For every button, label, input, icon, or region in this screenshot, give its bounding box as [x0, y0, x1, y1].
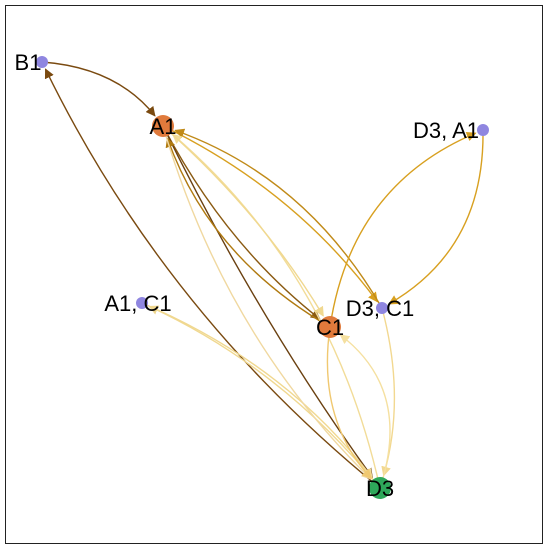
node-label-D3C1: D3, C1 — [346, 296, 414, 321]
node-label-D3: D3 — [366, 476, 394, 501]
edges-layer — [41, 61, 484, 489]
edge-D3-to-A1C1 — [148, 305, 381, 489]
node-D3A1[interactable] — [477, 124, 489, 136]
edge-D3A1-to-D3C1 — [388, 129, 484, 305]
node-A1[interactable] — [152, 115, 174, 137]
node-label-A1C1: A1, C1 — [104, 291, 171, 316]
node-D3C1[interactable] — [376, 302, 388, 314]
node-label-A1: A1 — [150, 114, 177, 139]
edge-C1-to-D3 — [326, 326, 372, 480]
node-D3[interactable] — [369, 477, 391, 499]
edge-A1-to-D3 — [162, 125, 372, 480]
node-A1C1[interactable] — [136, 297, 148, 309]
graph-frame — [5, 5, 543, 544]
edge-A1C1-to-D3 — [141, 302, 373, 479]
edge-D3-to-B1 — [44, 68, 381, 489]
edge-C1-to-A1 — [165, 137, 331, 328]
edge-B1-to-A1 — [41, 61, 156, 117]
edge-D3C1-to-A1 — [174, 128, 383, 309]
edge-D3-to-A1 — [172, 133, 381, 489]
edge-D3-to-C1 — [339, 334, 391, 489]
node-C1[interactable] — [319, 316, 341, 338]
edge-C1-to-D3A1 — [329, 132, 477, 328]
edge-A1-to-C1 — [162, 125, 321, 320]
nodes-layer — [36, 56, 489, 499]
node-label-C1: C1 — [316, 315, 344, 340]
edge-A1-to-D3C1 — [162, 125, 378, 303]
node-B1[interactable] — [36, 56, 48, 68]
node-label-B1: B1 — [15, 50, 42, 75]
node-label-D3A1: D3, A1 — [413, 118, 479, 143]
edge-A1-to-C1 — [162, 125, 324, 317]
